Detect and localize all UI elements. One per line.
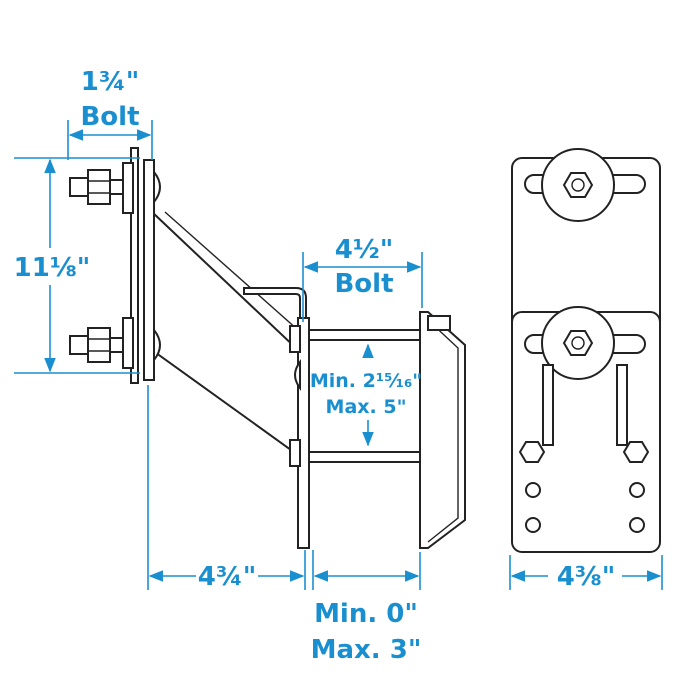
bolt-top-label: Bolt — [80, 102, 139, 132]
bolt-mid-value: 4½" — [335, 235, 394, 265]
gap-max: Max. 5" — [326, 396, 407, 418]
offset-value: 4¾" — [198, 562, 257, 592]
adjust-min: Min. 0" — [314, 599, 418, 629]
front-view — [511, 148, 661, 553]
adjust-max: Max. 3" — [311, 635, 422, 665]
bolt-mid-label: Bolt — [334, 269, 393, 299]
height-value: 11⅛" — [14, 253, 91, 283]
dim-offset: 4¾" Min. 0" Max. 3" — [147, 385, 422, 665]
dim-height: 11⅛" — [14, 157, 140, 374]
side-cup — [419, 311, 466, 549]
dim-gap: Min. 2¹⁵⁄₁₆" Max. 5" — [310, 343, 422, 447]
side-mount-plate — [143, 159, 155, 381]
side-bolt-upper — [69, 162, 161, 214]
bolt-top-value: 1¾" — [81, 67, 140, 97]
dim-bolt-mid: 4½" Bolt — [302, 235, 423, 322]
side-view — [69, 147, 466, 549]
dim-bolt-top: 1¾" Bolt — [67, 67, 153, 160]
side-bolt-lower — [69, 317, 161, 369]
front-roller-upper — [524, 148, 646, 222]
side-arm — [151, 209, 299, 457]
width-value: 4⅜" — [557, 562, 616, 592]
gap-min: Min. 2¹⁵⁄₁₆" — [310, 370, 422, 392]
dim-width: 4⅜" — [509, 555, 663, 592]
front-roller-lower — [524, 306, 646, 380]
